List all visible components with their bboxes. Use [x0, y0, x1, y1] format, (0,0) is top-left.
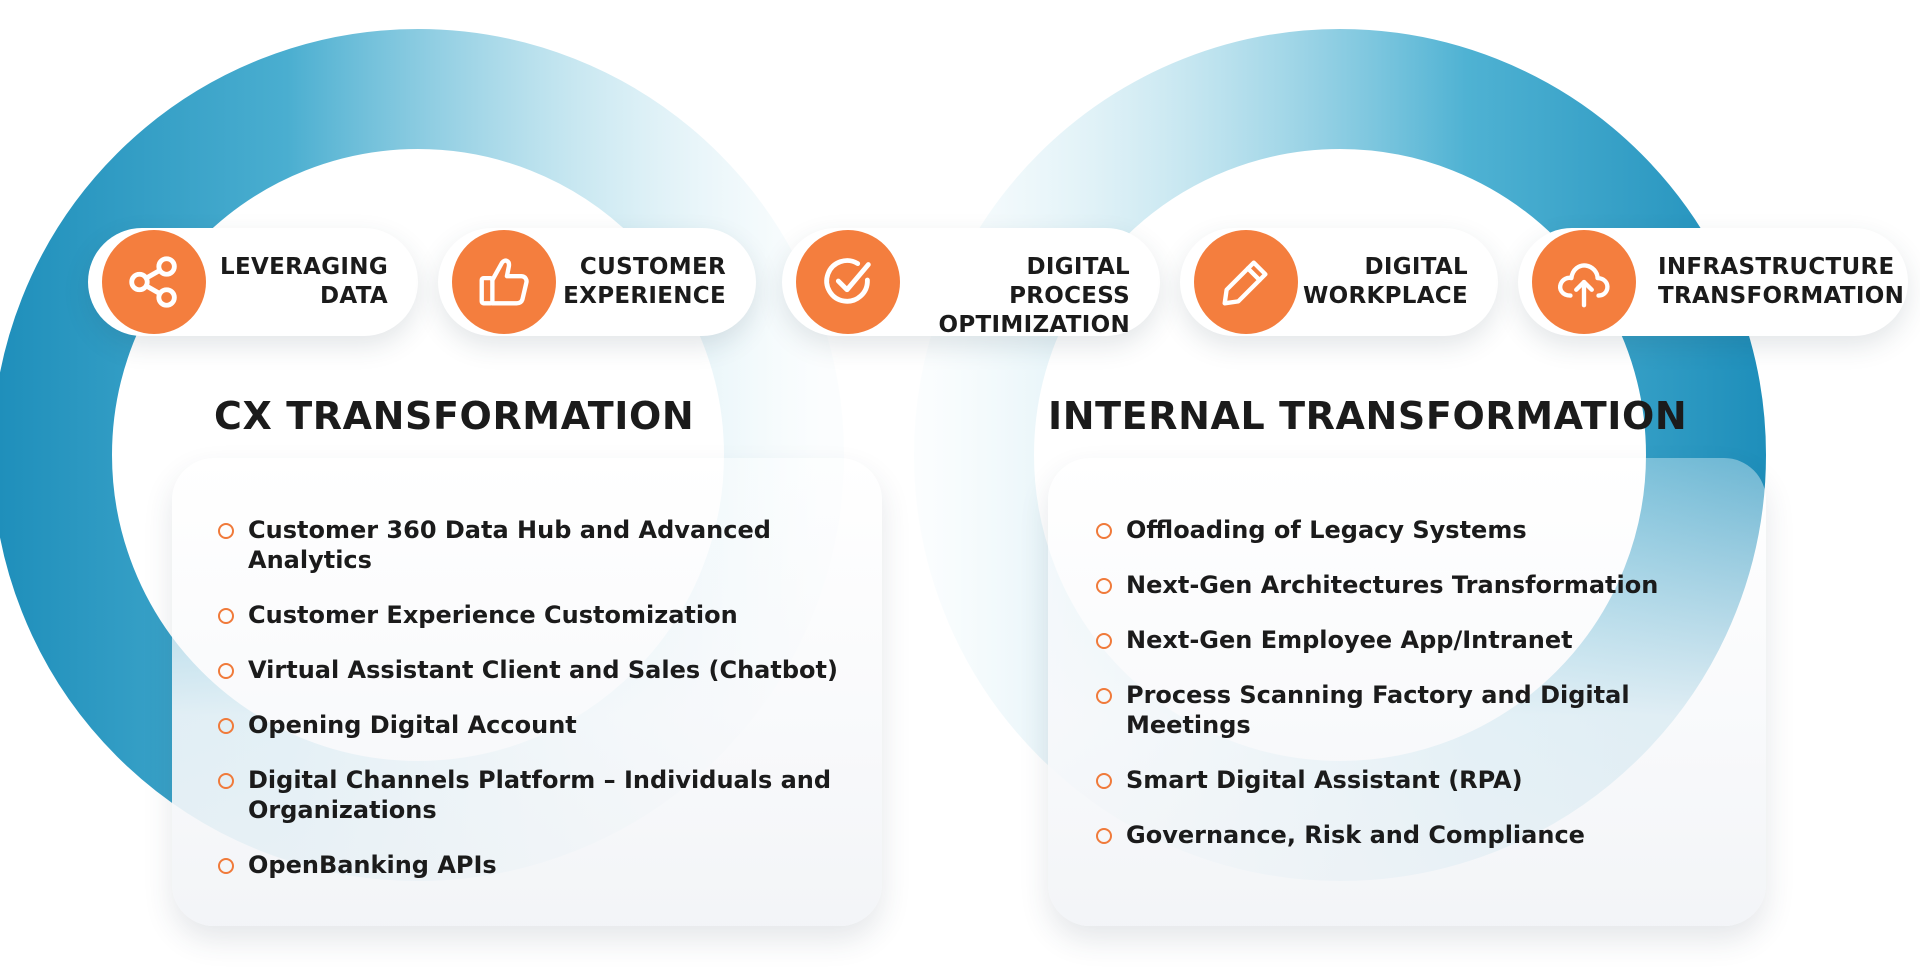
internal-panel — [1048, 458, 1766, 926]
cx-list: Customer 360 Data Hub and Advanced Analy… — [218, 515, 868, 905]
pill-label: INFRASTRUCTURE TRANSFORMATION — [1658, 254, 1905, 309]
pill-label: CUSTOMER EXPERIENCE — [563, 254, 726, 309]
bullet-icon — [218, 858, 234, 874]
pill-digital-process-optimization: DIGITAL PROCESS OPTIMIZATION — [782, 228, 1160, 338]
bullet-icon — [218, 608, 234, 624]
bullet-icon — [1096, 523, 1112, 539]
list-item: Process Scanning Factory and Digital Mee… — [1096, 680, 1756, 740]
list-item: Next-Gen Employee App/Intranet — [1096, 625, 1756, 655]
list-item: Customer 360 Data Hub and Advanced Analy… — [218, 515, 868, 575]
cx-transformation-title: CX TRANSFORMATION — [214, 394, 695, 438]
bullet-icon — [218, 718, 234, 734]
pill-infrastructure-transformation: INFRASTRUCTURE TRANSFORMATION — [1518, 228, 1908, 336]
pill-label: DIGITAL PROCESS OPTIMIZATION — [938, 254, 1130, 338]
pill-label: LEVERAGING DATA — [220, 254, 388, 309]
list-item: Next-Gen Architectures Transformation — [1096, 570, 1756, 600]
bullet-icon — [218, 523, 234, 539]
bullet-icon — [218, 663, 234, 679]
thumbs-up-icon — [452, 230, 556, 334]
pill-label: DIGITAL WORKPLACE — [1302, 254, 1468, 309]
list-item: Offloading of Legacy Systems — [1096, 515, 1756, 545]
pill-digital-workplace: DIGITAL WORKPLACE — [1180, 228, 1498, 336]
bullet-icon — [1096, 578, 1112, 594]
cx-panel — [172, 458, 882, 926]
list-item: Opening Digital Account — [218, 710, 868, 740]
list-item: Virtual Assistant Client and Sales (Chat… — [218, 655, 868, 685]
list-item: Smart Digital Assistant (RPA) — [1096, 765, 1756, 795]
internal-transformation-title: INTERNAL TRANSFORMATION — [1048, 394, 1688, 438]
bullet-icon — [218, 773, 234, 789]
list-item: Governance, Risk and Compliance — [1096, 820, 1756, 850]
pill-customer-experience: CUSTOMER EXPERIENCE — [438, 228, 756, 336]
pill-leveraging-data: LEVERAGING DATA — [88, 228, 418, 336]
share-icon — [102, 230, 206, 334]
bullet-icon — [1096, 773, 1112, 789]
internal-list: Offloading of Legacy Systems Next-Gen Ar… — [1096, 515, 1756, 875]
pencil-icon — [1194, 230, 1298, 334]
list-item: OpenBanking APIs — [218, 850, 868, 880]
bullet-icon — [1096, 688, 1112, 704]
bullet-icon — [1096, 633, 1112, 649]
list-item: Customer Experience Customization — [218, 600, 868, 630]
bullet-icon — [1096, 828, 1112, 844]
check-circle-icon — [796, 230, 900, 334]
list-item: Digital Channels Platform – Individuals … — [218, 765, 838, 825]
cloud-upload-icon — [1532, 230, 1636, 334]
